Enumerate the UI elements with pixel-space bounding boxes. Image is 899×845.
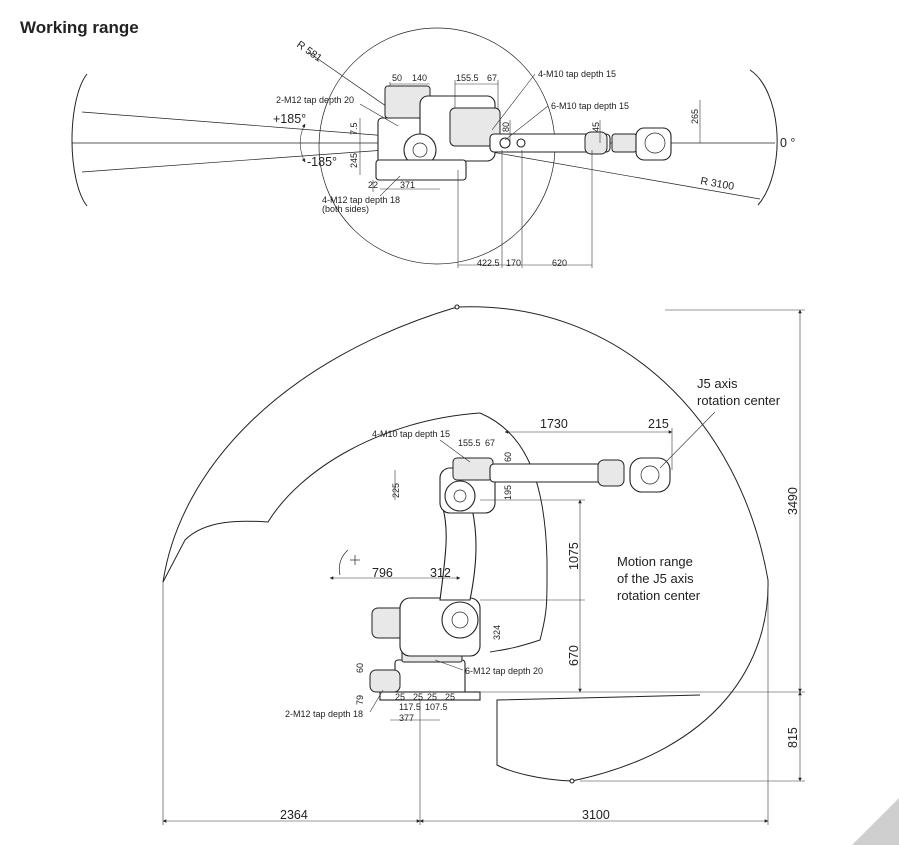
side-4m10-label: 4-M10 tap depth 15 [372,429,450,439]
dim-label: 50 [392,73,402,83]
top-4m10-label: 4-M10 tap depth 15 [538,69,616,79]
dim-label: 25 [395,692,405,702]
side-base-flange [379,691,481,701]
top-4m12-label: 4-M12 tap depth 18 [322,195,400,205]
dim-label: 22 [368,180,378,190]
dim-label: 1075 [567,542,581,570]
page-title: Working range [20,18,139,37]
dim-label: 377 [399,713,414,723]
side-view: J5 axis rotation center Motion range of … [162,304,805,825]
top-base-flange [375,159,467,181]
dim-label: 25 [427,692,437,702]
dim-label: 7.5 [349,122,359,135]
dim-label: 25 [413,692,423,702]
j5-label-line1: J5 axis [697,376,738,391]
top-both-sides: (both sides) [322,204,369,214]
side-j3-axis [444,480,476,512]
side-2m12-label: 2-M12 tap depth 18 [285,709,363,719]
top-2m12-label: 2-M12 tap depth 20 [276,95,354,105]
dim-label: 324 [492,625,502,640]
dim-label: 796 [372,566,393,580]
side-inner-envelope [479,412,548,653]
corner-decoration [852,798,899,845]
side-motor-left [369,669,401,693]
top-r581-label: R 581 [294,39,324,65]
side-forearm [489,463,616,483]
dim-label: 422.5 [477,258,500,268]
dim-label: 60 [355,663,365,673]
dim-label: 117.5 [399,702,421,712]
dim-label: 45 [591,122,601,132]
dim-label: 312 [430,566,451,580]
side-6m12-label: 6-M12 tap depth 20 [465,666,543,676]
dim-label: 67 [485,438,495,448]
side-outer-left [162,412,481,583]
dim-label: 265 [690,109,700,124]
top-6m10-label: 6-M10 tap depth 15 [551,101,629,111]
dim-label: 620 [552,258,567,268]
motion-range-line1: Motion range [617,554,693,569]
j5-label-line2: rotation center [697,393,781,408]
dim-label: 67 [487,73,497,83]
top-forearm-block [449,107,501,147]
dim-label: 225 [391,483,401,498]
dim-label: 155.5 [458,438,481,448]
top-forearm [489,133,611,153]
dim-label: 25 [445,692,455,702]
dim-label: 79 [355,695,365,705]
side-origin-arc [338,549,349,576]
top-angle-arc [299,123,306,163]
dim-label: 371 [400,180,415,190]
side-base [394,659,466,696]
dim-label: 170 [506,258,521,268]
dim-label: 815 [786,727,800,748]
dim-label: 140 [412,73,427,83]
dim-label: 195 [503,485,513,500]
top-angle-neg: -185° [307,155,337,169]
top-view: R 581 R 3100 +185° -185° 0 ° 2-M12 tap d… [71,27,795,268]
dim-label: 80 [501,122,511,132]
dim-label: 1730 [540,417,568,431]
side-wrist [629,457,671,493]
top-range-arc-right [749,69,778,206]
dim-label: 2364 [280,808,308,822]
top-angle-zero: 0 ° [780,136,795,150]
dim-label: 155.5 [456,73,479,83]
side-j2-axis [441,601,479,639]
dim-label: 3100 [582,808,610,822]
motion-range-line2: of the J5 axis [617,571,694,586]
side-j5-center [640,465,660,485]
top-range-arc-left [71,73,88,207]
dim-label: 245 [349,153,359,168]
dim-label: 3490 [786,487,800,515]
dim-label: 215 [648,417,669,431]
dim-label: 670 [567,645,581,666]
side-lower-arm [439,499,477,601]
motion-range-line3: rotation center [617,588,701,603]
dim-label: 60 [503,452,513,462]
top-r3100-label: R 3100 [699,175,735,193]
top-angle-pos: +185° [273,112,306,126]
dim-label: 107.5 [425,702,448,712]
